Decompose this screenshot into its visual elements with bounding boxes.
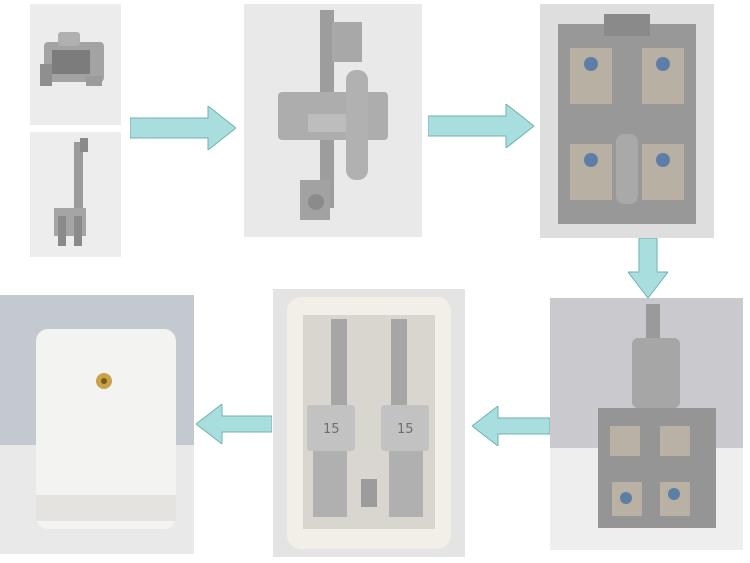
- photo-assembled-lever: [244, 4, 422, 237]
- arrow-down: [628, 238, 668, 298]
- photo-switch-in-housing: 15 15: [273, 289, 465, 557]
- photo-lever-arm: [30, 132, 121, 257]
- rating-label-left: 15: [323, 422, 340, 437]
- photo-closed-switch-box: [0, 295, 194, 554]
- arrow-left-1: [472, 406, 550, 446]
- rating-label-right: 15: [397, 422, 414, 437]
- photo-handle-cap: [30, 4, 121, 125]
- photo-terminal-base: [540, 4, 714, 238]
- photo-lever-in-base: [550, 298, 743, 550]
- arrow-right-2: [428, 104, 534, 148]
- arrow-right-1: [130, 106, 236, 150]
- arrow-left-2: [196, 404, 272, 444]
